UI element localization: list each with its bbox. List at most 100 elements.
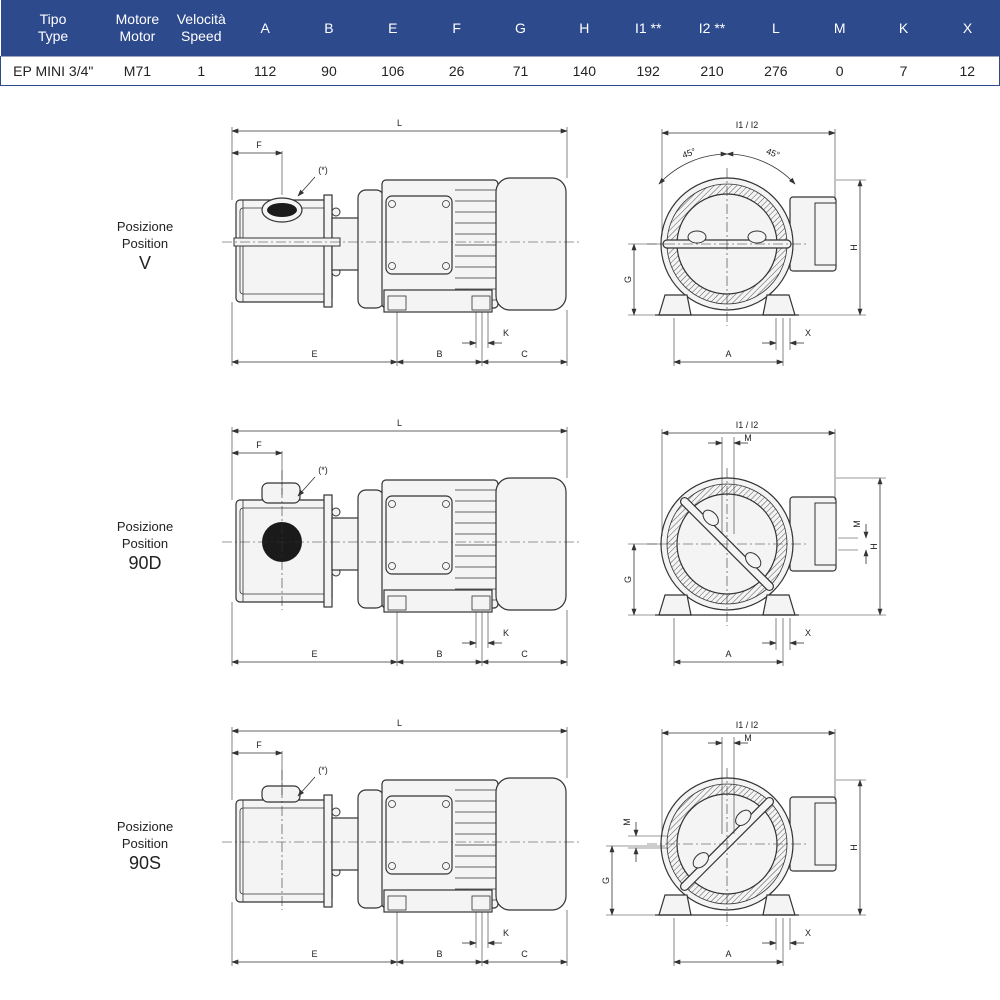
table-header-cell: E [360, 0, 425, 57]
dimension-label: H [869, 543, 879, 550]
table-cell: 112 [233, 56, 298, 86]
screw [442, 262, 450, 270]
fan-cover [495, 477, 567, 611]
table-cell: 192 [616, 56, 681, 86]
leader-line [297, 476, 316, 497]
inlet-port [261, 785, 301, 803]
angle-label: 45° [765, 146, 782, 160]
table-cell: 71 [488, 56, 553, 86]
angle-label: 45° [681, 146, 698, 160]
table-header-cell: G [488, 0, 553, 57]
motor-foot [762, 894, 796, 916]
foot-slot [387, 595, 407, 611]
screw [442, 200, 450, 208]
dimension-label: X [805, 628, 811, 638]
position-label-line2: Position [121, 836, 169, 851]
position-label-line2: Position [121, 236, 169, 251]
table-header-cell: L [743, 0, 808, 57]
angle-arc [658, 151, 728, 185]
table-header-cell: B [297, 0, 361, 57]
discharge-flange [814, 202, 837, 266]
dimension-label: F [256, 740, 262, 750]
header-text-line1: H [579, 19, 590, 36]
header-text-line1: Velocità [176, 11, 226, 27]
leader-line [297, 176, 316, 197]
position-code: 90S [128, 853, 162, 873]
leader-line [297, 776, 316, 797]
dimension-label: M [744, 433, 752, 443]
position-label-line1: Posizione [116, 819, 174, 834]
dimension-label: C [521, 349, 528, 359]
header-text-line1: M [833, 19, 846, 36]
table-cell: 210 [680, 56, 744, 86]
dimension-label: I1 / I2 [736, 420, 759, 430]
table-cell: 1 [169, 56, 234, 86]
pump-flange [323, 794, 333, 908]
coupling [331, 517, 363, 571]
dimension-label: B [436, 949, 442, 959]
table-header-cell: F [424, 0, 489, 57]
table-header-cell: M [807, 0, 872, 57]
header-text-line1: I1 ** [634, 19, 662, 36]
foot-slot [471, 895, 491, 911]
motor-foot [383, 289, 493, 313]
note-marker: (*) [318, 165, 328, 175]
header-text-line1: B [324, 19, 334, 36]
table-cell: 140 [552, 56, 617, 86]
dimension-label: C [521, 949, 528, 959]
angle-arc [726, 151, 796, 185]
foot-slot [387, 895, 407, 911]
motor-foot [762, 294, 796, 316]
table-cell: 106 [360, 56, 425, 86]
table-cell: 276 [743, 56, 808, 86]
pump-flange [323, 494, 333, 608]
fan-cover [495, 777, 567, 911]
foot-slot [387, 295, 407, 311]
motor-foot [383, 889, 493, 913]
position-label-v: Posizione Position V [100, 218, 190, 274]
motor-foot [658, 894, 692, 916]
terminal-box [385, 495, 453, 575]
terminal-box [385, 195, 453, 275]
table-cell: 0 [807, 56, 872, 86]
table-header-cell: X [935, 0, 1000, 57]
screw [388, 200, 396, 208]
dimension-label: A [725, 949, 731, 959]
header-text-line1: Tipo [39, 11, 67, 27]
position-label-line1: Posizione [116, 219, 174, 234]
header-text-line2: Type [37, 28, 69, 44]
dimension-label: A [725, 649, 731, 659]
header-text-line1: K [898, 19, 909, 36]
table-cell: 7 [871, 56, 936, 86]
screw [388, 500, 396, 508]
discharge-flange [814, 802, 837, 866]
dimension-label: M [852, 520, 862, 528]
screw [442, 800, 450, 808]
motor-foot [383, 589, 493, 613]
inlet-port-bore [267, 203, 297, 217]
note-marker: (*) [318, 765, 328, 775]
table-cell: 12 [935, 56, 1000, 86]
note-marker: (*) [318, 465, 328, 475]
header-text-line1: A [260, 19, 270, 36]
dimension-label: E [311, 949, 317, 959]
dimension-label: K [503, 628, 509, 638]
dimension-label: B [436, 649, 442, 659]
pump-flange [323, 194, 333, 308]
dimension-label: L [397, 418, 402, 428]
dimension-label: G [623, 276, 633, 283]
dimension-label: A [725, 349, 731, 359]
position-label-90d: Posizione Position 90D [100, 518, 190, 574]
table-header-cell: H [552, 0, 617, 57]
header-text-line1: L [771, 19, 780, 36]
motor-flange [357, 489, 385, 609]
table-header-cell: A [233, 0, 298, 57]
position-code: 90D [128, 553, 162, 573]
